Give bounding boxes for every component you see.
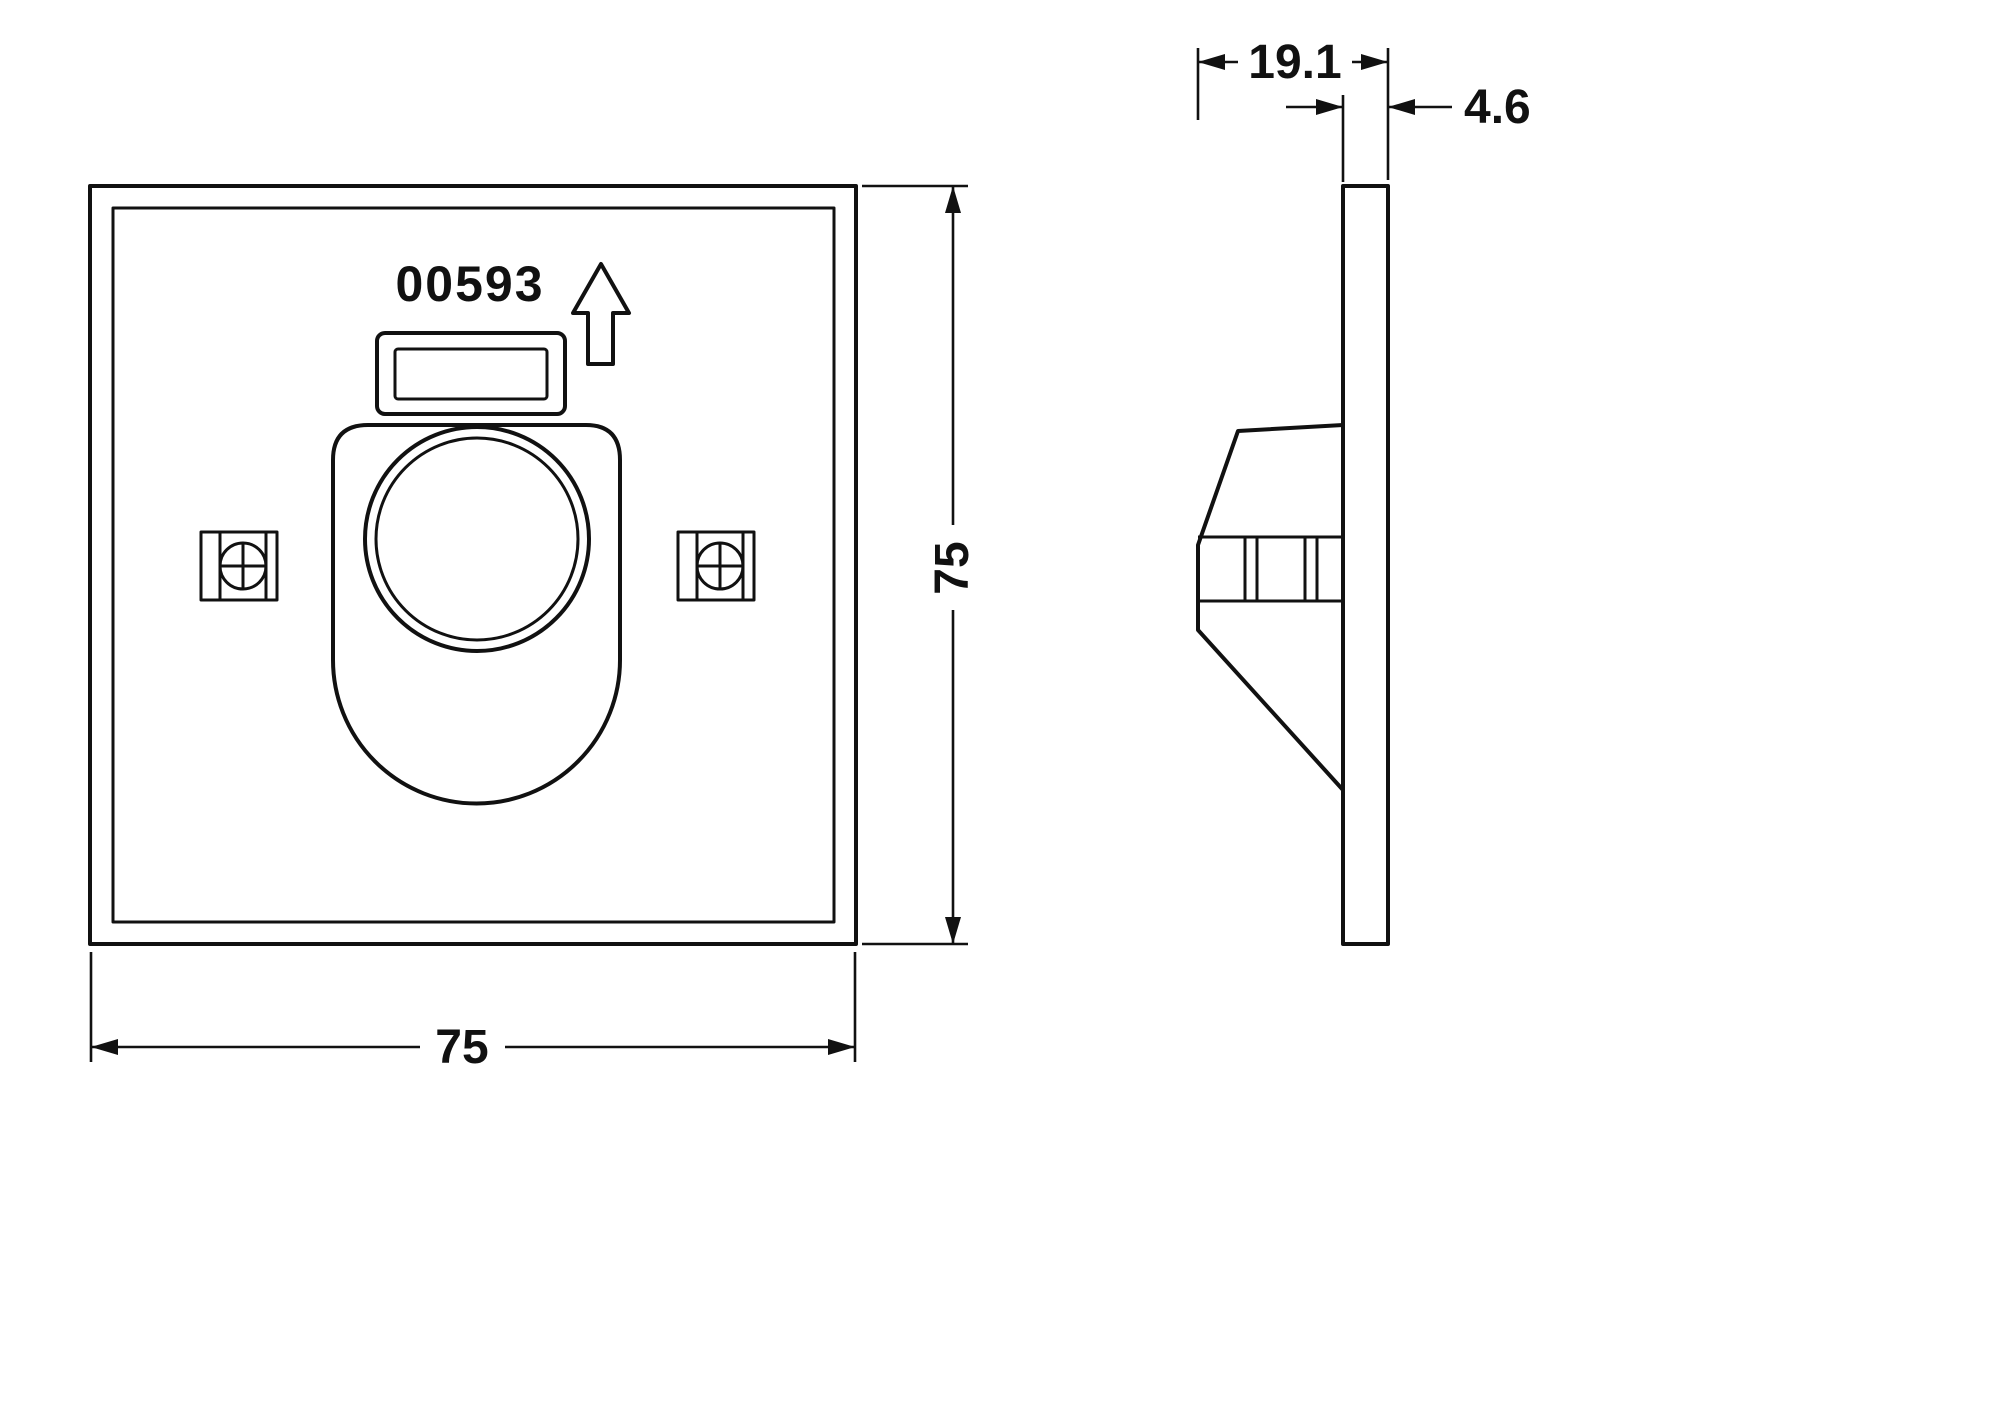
screw-terminal-left (199, 530, 279, 602)
front-view: 00593 (88, 184, 858, 946)
side-plate-profile (1341, 184, 1390, 946)
depth-arrowhead-left (1198, 54, 1225, 70)
side-thickness-dimension: 4.6 (1286, 81, 1531, 182)
terminal-left-housing (199, 530, 279, 602)
knob-inner-circle (374, 436, 580, 642)
front-width-dimension: 75 (89, 952, 857, 1074)
thickness-arrowhead-right (1388, 99, 1415, 115)
depth-arrowhead-right (1361, 54, 1388, 70)
up-arrow-icon (571, 262, 631, 366)
side-thickness-dimension-label: 4.6 (1464, 81, 1531, 134)
terminal-right-housing (676, 530, 756, 602)
knob-outer-circle (363, 425, 591, 653)
plate-inner-outline (111, 206, 836, 924)
width-arrowhead-left (91, 1039, 118, 1055)
indicator-slot-outer (375, 331, 567, 416)
side-housing-profile (1196, 423, 1345, 792)
front-height-dimension-label: 75 (926, 541, 979, 594)
side-depth-dimension: 19.1 (1196, 36, 1390, 180)
indicator-slot-window (393, 347, 549, 401)
height-arrowhead-top (945, 186, 961, 213)
side-depth-dimension-label: 19.1 (1248, 36, 1341, 89)
side-view (1196, 184, 1390, 946)
front-width-dimension-label: 75 (435, 1021, 488, 1074)
screw-terminal-right (676, 530, 756, 602)
width-arrowhead-right (828, 1039, 855, 1055)
height-arrowhead-bottom (945, 917, 961, 944)
part-number-label: 00593 (395, 256, 544, 312)
thickness-arrowhead-left (1316, 99, 1343, 115)
front-height-dimension: 75 (862, 184, 979, 946)
